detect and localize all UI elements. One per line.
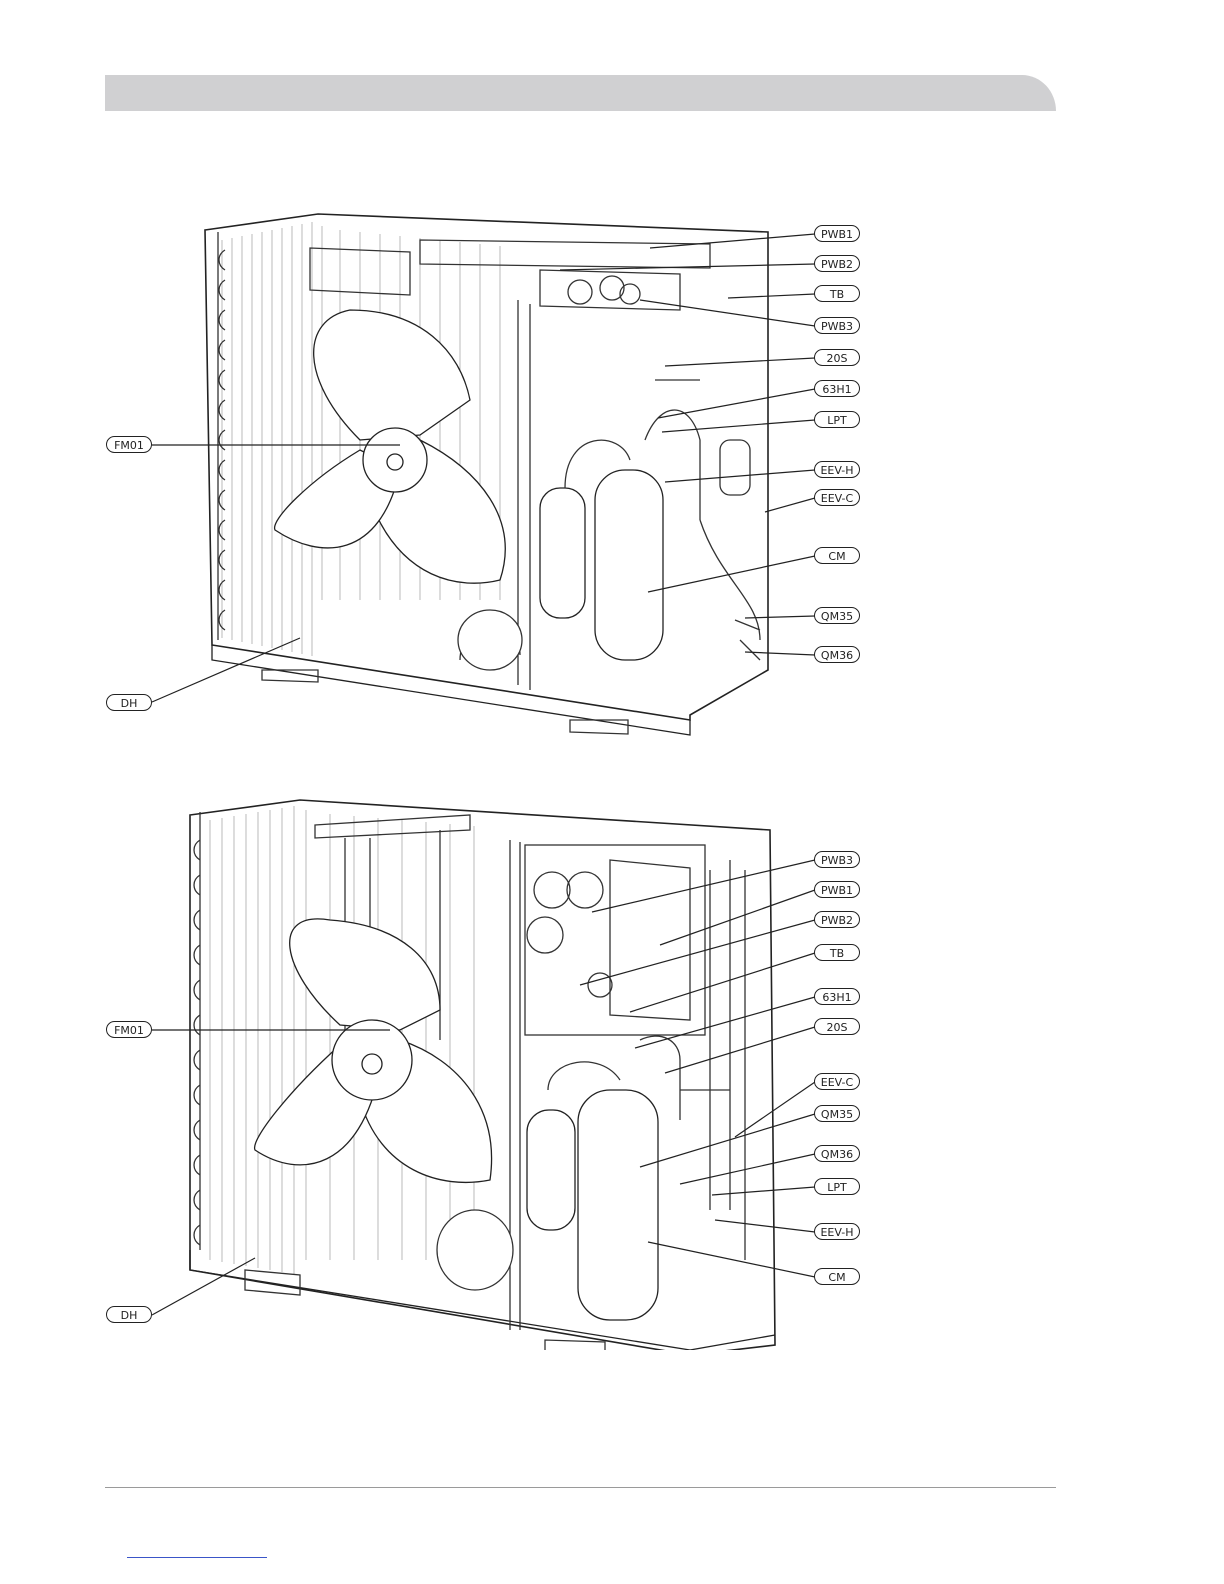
callout-dh: DH (106, 694, 152, 711)
callout-layer-bottom: PWB3 PWB1 PWB2 TB 63H1 20S EEV-C QM35 QM… (0, 790, 1224, 1350)
callout-pwb3: PWB3 (814, 317, 860, 334)
callout-fm01: FM01 (106, 1021, 152, 1038)
callout-lpt: LPT (814, 411, 860, 428)
callout-63h1: 63H1 (814, 380, 860, 397)
callout-eev-h: EEV-H (814, 1223, 860, 1240)
callout-tb: TB (814, 944, 860, 961)
header-band (105, 75, 1056, 111)
callout-qm35: QM35 (814, 607, 860, 624)
callout-eev-h: EEV-H (814, 461, 860, 478)
callout-cm: CM (814, 1268, 860, 1285)
callout-cm: CM (814, 547, 860, 564)
callout-63h1: 63H1 (814, 988, 860, 1005)
footer-link-underline[interactable] (127, 1557, 267, 1558)
callout-pwb2: PWB2 (814, 255, 860, 272)
outdoor-unit-diagram-top: PWB1 PWB2 TB PWB3 20S 63H1 LPT EEV-H EEV… (0, 200, 1224, 740)
callout-qm36: QM36 (814, 646, 860, 663)
callout-pwb2: PWB2 (814, 911, 860, 928)
callout-pwb3: PWB3 (814, 851, 860, 868)
callout-fm01: FM01 (106, 436, 152, 453)
callout-pwb1: PWB1 (814, 881, 860, 898)
callout-lpt: LPT (814, 1178, 860, 1195)
callout-layer-top: PWB1 PWB2 TB PWB3 20S 63H1 LPT EEV-H EEV… (0, 200, 1224, 740)
callout-qm35: QM35 (814, 1105, 860, 1122)
callout-20s: 20S (814, 1018, 860, 1035)
callout-qm36: QM36 (814, 1145, 860, 1162)
callout-dh: DH (106, 1306, 152, 1323)
callout-pwb1: PWB1 (814, 225, 860, 242)
outdoor-unit-diagram-bottom: PWB3 PWB1 PWB2 TB 63H1 20S EEV-C QM35 QM… (0, 790, 1224, 1350)
footer-rule (105, 1487, 1056, 1488)
callout-20s: 20S (814, 349, 860, 366)
callout-eev-c: EEV-C (814, 1073, 860, 1090)
callout-eev-c: EEV-C (814, 489, 860, 506)
callout-tb: TB (814, 285, 860, 302)
